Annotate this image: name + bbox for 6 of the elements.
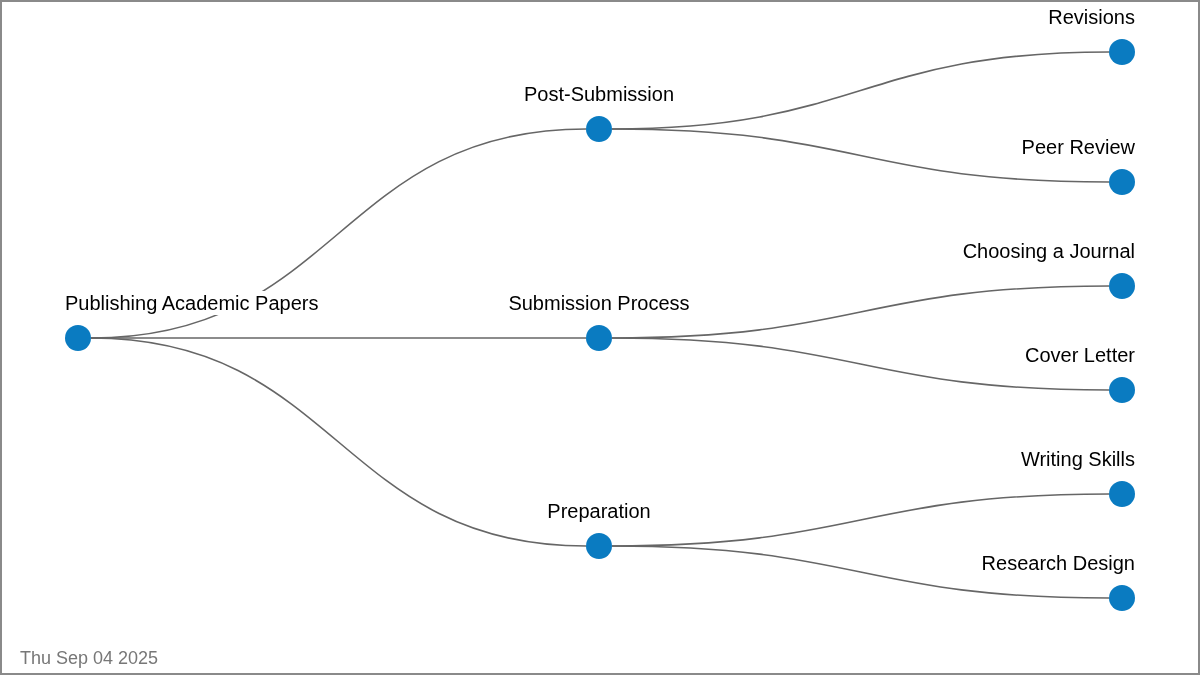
connector-line <box>611 337 1110 391</box>
connector-line <box>611 545 1110 599</box>
connector-line <box>90 337 587 547</box>
connector-line <box>611 128 1110 183</box>
date-note: Thu Sep 04 2025 <box>20 648 159 669</box>
node-label: Publishing Academic Papers <box>65 291 319 315</box>
